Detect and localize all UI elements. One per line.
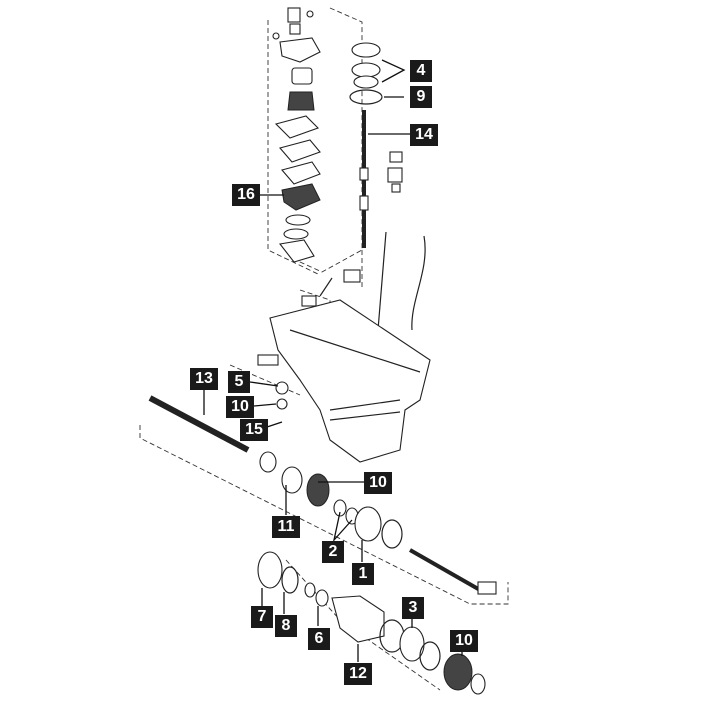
callout-14: 14 [410,124,438,146]
callout-1: 1 [352,563,374,585]
callout-4: 4 [410,60,432,82]
propeller-shaft-assembly [148,381,497,695]
callout-10-pinion: 10 [226,396,254,418]
pump-housing-parts [349,42,383,105]
callout-16: 16 [232,184,260,206]
callout-10-forward-gear: 10 [364,472,392,494]
callout-2: 2 [322,541,344,563]
callout-5: 5 [228,371,250,393]
callout-15: 15 [240,419,268,441]
drive-shaft [359,110,426,331]
callout-9: 9 [410,86,432,108]
callout-6: 6 [308,628,330,650]
water-pump-assembly [272,7,321,263]
callout-10-reverse-gear: 10 [450,630,478,652]
callout-8: 8 [275,615,297,637]
callout-3: 3 [402,597,424,619]
leader-lines [203,59,463,662]
callout-12: 12 [344,663,372,685]
callout-13: 13 [190,368,218,390]
gearcase-housing [257,269,431,463]
callout-7: 7 [251,606,273,628]
callout-11: 11 [272,516,300,538]
